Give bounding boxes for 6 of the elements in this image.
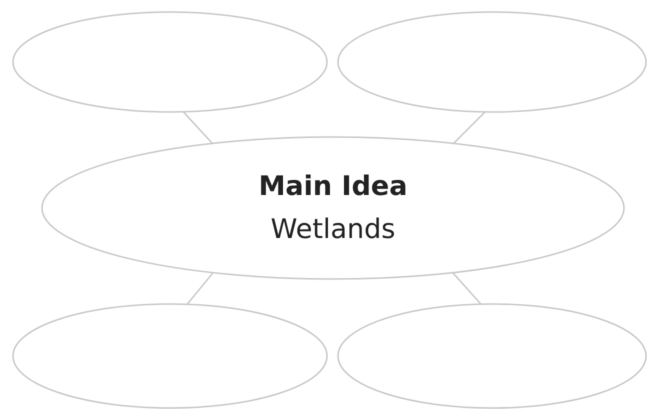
topic-text: Wetlands xyxy=(270,214,396,245)
connector-line xyxy=(452,272,482,305)
connector-line xyxy=(186,272,214,305)
connector-line xyxy=(182,111,213,144)
connector-line xyxy=(453,111,486,144)
heading: Main Idea xyxy=(258,171,408,202)
